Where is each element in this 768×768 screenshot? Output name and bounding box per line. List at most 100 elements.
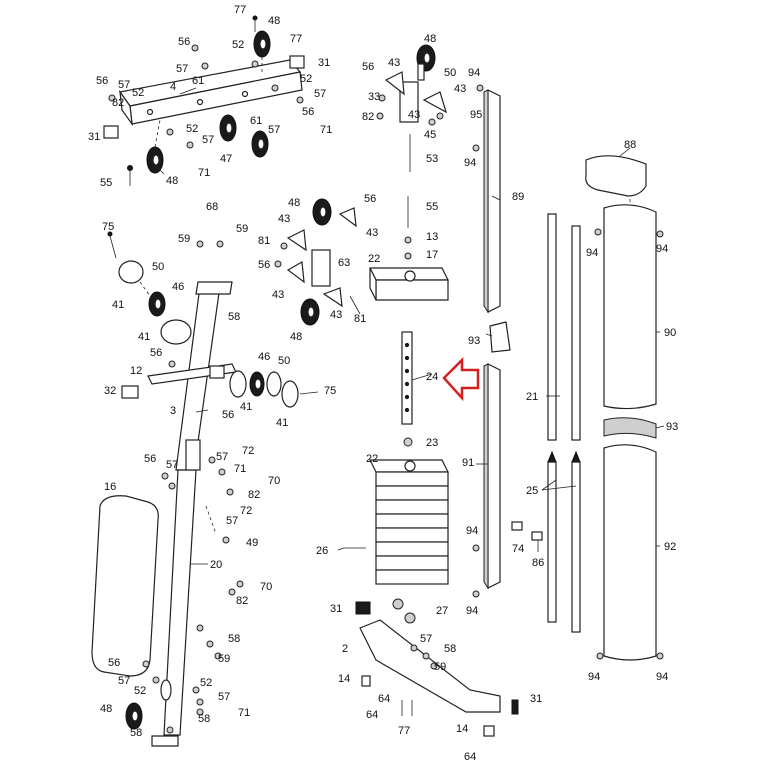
callout-41: 41 (112, 299, 124, 311)
callout-43: 43 (454, 83, 466, 95)
callout-31: 31 (318, 57, 330, 69)
callout-22: 22 (366, 453, 378, 465)
callout-64: 64 (366, 709, 378, 721)
callout-52: 52 (200, 677, 212, 689)
callout-3: 3 (170, 405, 176, 417)
callout-94: 94 (656, 243, 668, 255)
weight-stack-assembly (344, 196, 519, 737)
callout-50: 50 (444, 67, 456, 79)
callout-56: 56 (258, 259, 270, 271)
callout-17: 17 (426, 249, 438, 261)
callout-57: 57 (118, 79, 130, 91)
callout-43: 43 (330, 309, 342, 321)
callout-58: 58 (228, 311, 240, 323)
callout-52: 52 (132, 87, 144, 99)
callout-57: 57 (216, 451, 228, 463)
center-pulley-assembly (274, 44, 447, 326)
callout-2: 2 (342, 643, 348, 655)
callout-90: 90 (664, 327, 676, 339)
callout-52: 52 (232, 39, 244, 51)
callout-labels: 77 48 56 52 77 57 61 31 52 57 56 57 52 4… (88, 4, 678, 763)
callout-56: 56 (178, 36, 190, 48)
callout-27: 27 (436, 605, 448, 617)
callout-91: 91 (462, 457, 474, 469)
callout-46: 46 (172, 281, 184, 293)
callout-43: 43 (278, 213, 290, 225)
callout-50: 50 (278, 355, 290, 367)
callout-46: 46 (258, 351, 270, 363)
callout-48: 48 (166, 175, 178, 187)
callout-57: 57 (226, 515, 238, 527)
callout-94: 94 (588, 671, 600, 683)
callout-70: 70 (260, 581, 272, 593)
callout-94: 94 (466, 525, 478, 537)
callout-45: 45 (424, 129, 436, 141)
callout-4: 4 (170, 81, 176, 93)
callout-56: 56 (222, 409, 234, 421)
callout-16: 16 (104, 481, 116, 493)
callout-31: 31 (88, 131, 100, 143)
callout-56: 56 (364, 193, 376, 205)
callout-94: 94 (464, 157, 476, 169)
callout-82: 82 (112, 97, 124, 109)
callout-59: 59 (236, 223, 248, 235)
callout-43: 43 (272, 289, 284, 301)
callout-95: 95 (470, 109, 482, 121)
callout-56: 56 (302, 106, 314, 118)
callout-71: 71 (198, 167, 210, 179)
callout-82: 82 (236, 595, 248, 607)
callout-75: 75 (102, 221, 114, 233)
callout-56: 56 (144, 453, 156, 465)
callout-41: 41 (138, 331, 150, 343)
callout-13: 13 (426, 231, 438, 243)
callout-72: 72 (242, 445, 254, 457)
callout-48: 48 (424, 33, 436, 45)
callout-59: 59 (178, 233, 190, 245)
callout-71: 71 (234, 463, 246, 475)
shroud-and-guide-assembly (472, 84, 664, 661)
callout-48: 48 (100, 703, 112, 715)
callout-24: 24 (426, 371, 438, 383)
callout-57: 57 (176, 63, 188, 75)
callout-32: 32 (104, 385, 116, 397)
callout-57: 57 (118, 675, 130, 687)
callout-56: 56 (150, 347, 162, 359)
callout-43: 43 (366, 227, 378, 239)
callout-26: 26 (316, 545, 328, 557)
callout-58: 58 (444, 643, 456, 655)
callout-21: 21 (526, 391, 538, 403)
callout-25: 25 (526, 485, 538, 497)
callout-22: 22 (368, 253, 380, 265)
callout-57: 57 (268, 124, 280, 136)
callout-59: 59 (434, 661, 446, 673)
callout-77: 77 (234, 4, 246, 16)
callout-52: 52 (300, 73, 312, 85)
callout-57: 57 (202, 134, 214, 146)
callout-61: 61 (192, 75, 204, 87)
callout-57: 57 (166, 459, 178, 471)
callout-94: 94 (586, 247, 598, 259)
callout-64: 64 (464, 751, 476, 763)
callout-86: 86 (532, 557, 544, 569)
callout-72: 72 (240, 505, 252, 517)
callout-57: 57 (314, 88, 326, 100)
callout-75: 75 (324, 385, 336, 397)
callout-57: 57 (420, 633, 432, 645)
callout-52: 52 (134, 685, 146, 697)
callout-56: 56 (362, 61, 374, 73)
callout-56: 56 (96, 75, 108, 87)
callout-14: 14 (338, 673, 350, 685)
callout-31: 31 (530, 693, 542, 705)
callout-71: 71 (238, 707, 250, 719)
callout-94: 94 (468, 67, 480, 79)
callout-31: 31 (330, 603, 342, 615)
callout-55: 55 (100, 177, 112, 189)
callout-47: 47 (220, 153, 232, 165)
callout-48: 48 (288, 197, 300, 209)
callout-23: 23 (426, 437, 438, 449)
callout-48: 48 (268, 15, 280, 27)
callout-93: 93 (468, 335, 480, 347)
callout-77: 77 (290, 33, 302, 45)
callout-53: 53 (426, 153, 438, 165)
callout-20: 20 (210, 559, 222, 571)
